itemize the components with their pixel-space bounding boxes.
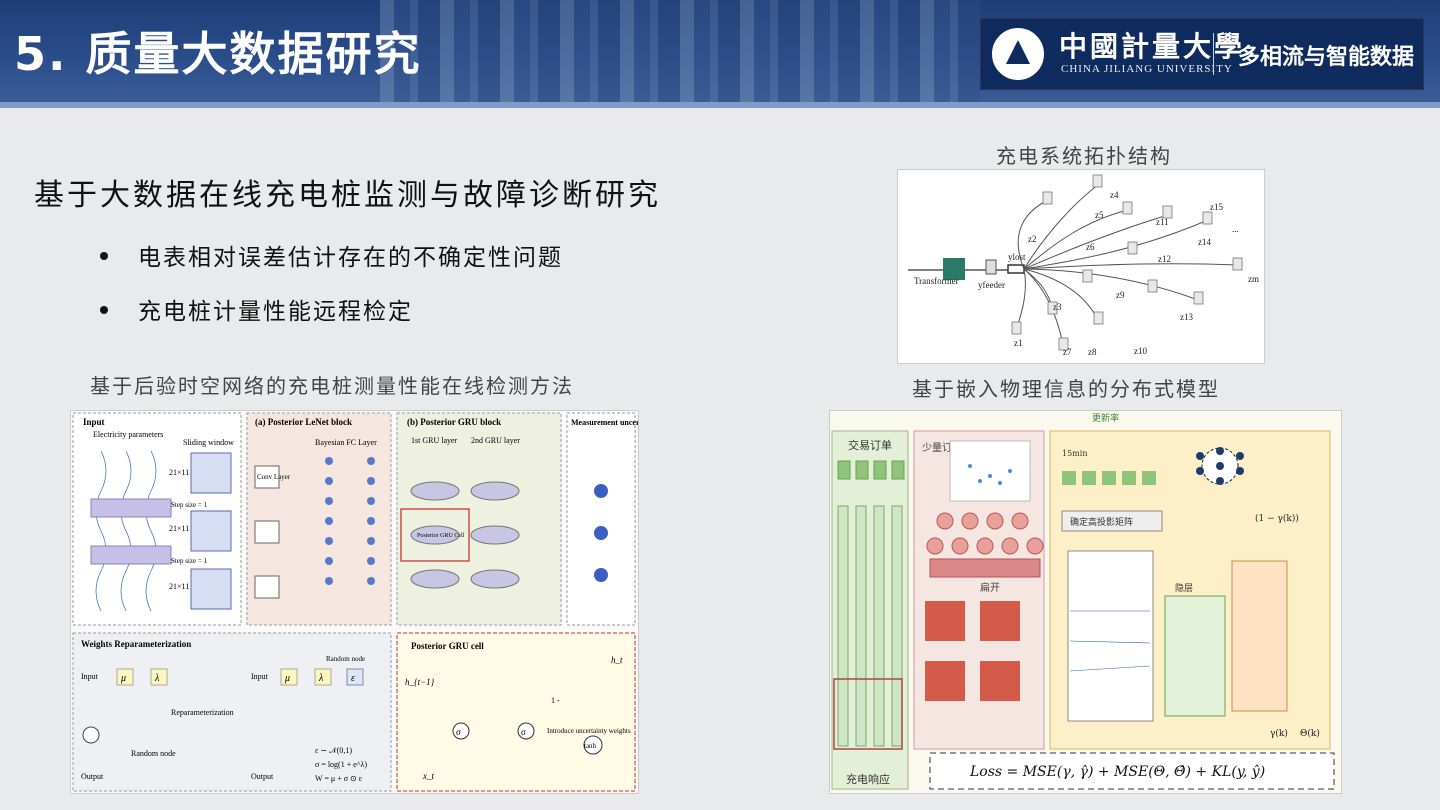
svg-text:z6: z6: [1086, 242, 1095, 252]
svg-text:Posterior GRU cell: Posterior GRU cell: [411, 641, 484, 651]
svg-text:21×11: 21×11: [169, 524, 189, 533]
university-name-cn: 中國計量大學: [1059, 30, 1246, 63]
method-figure: Input Electricity parameters Sliding win…: [70, 410, 639, 794]
svg-text:μ: μ: [284, 673, 290, 684]
bullet-text: 电表相对误差估计存在的不确定性问题: [138, 245, 563, 271]
svg-text:W = μ + σ ⊙ ε: W = μ + σ ⊙ ε: [315, 774, 363, 783]
logo-divider: [1213, 33, 1214, 75]
svg-text:z9: z9: [1116, 290, 1125, 300]
svg-text:Sliding window: Sliding window: [183, 438, 234, 447]
svg-text:z2: z2: [1028, 234, 1037, 244]
svg-text:充电响应: 充电响应: [846, 772, 890, 786]
svg-text:σ: σ: [456, 727, 461, 737]
svg-text:z13: z13: [1180, 312, 1193, 322]
svg-text:zm: zm: [1248, 274, 1259, 284]
svg-text:Θ(k): Θ(k): [1300, 728, 1320, 739]
svg-text:扁开: 扁开: [980, 581, 1000, 594]
svg-text:Step size = 1: Step size = 1: [171, 501, 208, 509]
svg-text:z11: z11: [1156, 217, 1169, 227]
bullet-item: 电表相对误差估计存在的不确定性问题: [100, 238, 563, 272]
svg-text:z15: z15: [1210, 202, 1223, 212]
svg-text:Input: Input: [251, 672, 269, 681]
svg-text:Output: Output: [81, 772, 104, 781]
svg-text:ε ∼ 𝒩(0,1): ε ∼ 𝒩(0,1): [315, 746, 352, 755]
svg-text:z12: z12: [1158, 254, 1171, 264]
svg-text:γ(k): γ(k): [1270, 728, 1288, 739]
bullet-item: 充电桩计量性能远程检定: [100, 292, 413, 326]
campus-photo-background: [380, 0, 980, 108]
svg-text:Step size = 1: Step size = 1: [171, 557, 208, 565]
university-name-en: CHINA JILIANG UNIVERSITY: [1061, 63, 1233, 75]
svg-text:Input: Input: [81, 672, 99, 681]
svg-text:1st GRU layer: 1st GRU layer: [411, 436, 458, 445]
svg-text:Input: Input: [83, 417, 105, 427]
svg-text:Conv Layer: Conv Layer: [257, 473, 291, 481]
svg-text:z7: z7: [1063, 347, 1072, 357]
svg-text:1 -: 1 -: [551, 696, 560, 705]
svg-text:2nd GRU layer: 2nd GRU layer: [471, 436, 520, 445]
svg-text:h_{t−1}: h_{t−1}: [405, 677, 435, 687]
svg-text:σ = log(1 + e^λ): σ = log(1 + e^λ): [315, 760, 367, 769]
svg-text:tanh: tanh: [584, 742, 597, 750]
svg-text:Bayesian FC Layer: Bayesian FC Layer: [315, 438, 377, 447]
svg-text:μ: μ: [120, 673, 126, 684]
svg-text:Reparameterization: Reparameterization: [171, 708, 234, 717]
svg-text:确定高投影矩阵: 确定高投影矩阵: [1070, 516, 1133, 528]
svg-text:(1 − γ(k)): (1 − γ(k)): [1255, 513, 1299, 524]
lab-name: 多相流与智能数据: [1238, 45, 1415, 70]
svg-text:σ: σ: [521, 727, 526, 737]
y-lost-label: ylost: [1008, 252, 1026, 262]
svg-text:交易订单: 交易订单: [848, 438, 892, 452]
svg-text:ε: ε: [351, 673, 355, 684]
bullet-dot: [100, 306, 108, 314]
svg-text:h_t: h_t: [611, 655, 623, 665]
svg-text:z5: z5: [1095, 210, 1104, 220]
banner-stripe: [0, 102, 1440, 108]
y-feeder-label: yfeeder: [978, 280, 1005, 290]
svg-text:Output: Output: [251, 772, 274, 781]
distributed-figure: 交易订单 充电响应 少量订单 扁开 更新率 15min 确定高投影矩阵 隐层: [829, 410, 1342, 794]
svg-text:z10: z10: [1134, 346, 1147, 356]
svg-text:Random node: Random node: [131, 749, 176, 758]
svg-text:(b) Posterior GRU block: (b) Posterior GRU block: [407, 417, 501, 427]
svg-text:(a) Posterior LeNet block: (a) Posterior LeNet block: [255, 417, 352, 427]
svg-text:z3: z3: [1053, 302, 1062, 312]
distributed-diagram: 交易订单 充电响应 少量订单 扁开 更新率 15min 确定高投影矩阵 隐层: [831, 412, 1335, 790]
bullet-dot: [100, 252, 108, 260]
loss-equation: Loss = MSE(γ, γ̂) + MSE(Θ, Θ̂) + KL(y, ŷ…: [969, 763, 1265, 780]
topology-figure: Transformer yfeeder ylost z1 z2 z3 z4 z5…: [897, 169, 1265, 364]
distributed-caption: 基于嵌入物理信息的分布式模型: [912, 377, 1220, 401]
svg-text:z1: z1: [1014, 338, 1023, 348]
svg-text:Electricity parameters: Electricity parameters: [93, 430, 163, 439]
topology-caption: 充电系统拓扑结构: [996, 144, 1172, 168]
svg-text:z14: z14: [1198, 237, 1211, 247]
svg-text:Random node: Random node: [326, 655, 365, 663]
svg-text:...: ...: [1232, 224, 1239, 234]
svg-text:Weights Reparameterization: Weights Reparameterization: [81, 639, 191, 649]
svg-text:21×11: 21×11: [169, 468, 189, 477]
svg-text:λ: λ: [318, 673, 324, 684]
method-diagram: Input Electricity parameters Sliding win…: [72, 412, 638, 792]
svg-text:隐层: 隐层: [1175, 582, 1193, 594]
svg-text:z8: z8: [1088, 347, 1097, 357]
transformer-label: Transformer: [914, 276, 959, 286]
slide-title: 5. 质量大数据研究: [14, 27, 422, 81]
university-seal-icon: [989, 25, 1047, 83]
svg-text:更新率: 更新率: [1092, 412, 1119, 424]
method-caption: 基于后验时空网络的充电桩测量性能在线检测方法: [90, 374, 574, 398]
transformer-icon: [943, 258, 965, 280]
topology-diagram: Transformer yfeeder ylost z1 z2 z3 z4 z5…: [908, 174, 1259, 357]
svg-text:x_t: x_t: [422, 771, 434, 781]
svg-text:21×11: 21×11: [169, 582, 189, 591]
svg-text:z4: z4: [1110, 190, 1119, 200]
svg-text:Introduce uncertainty weights: Introduce uncertainty weights: [547, 727, 631, 735]
svg-text:15min: 15min: [1062, 449, 1087, 458]
svg-text:λ: λ: [154, 673, 160, 684]
svg-text:Posterior GRU Cell: Posterior GRU Cell: [417, 533, 465, 539]
main-heading: 基于大数据在线充电桩监测与故障诊断研究: [34, 178, 661, 213]
bullet-text: 充电桩计量性能远程检定: [138, 299, 413, 325]
university-logo-box: 中國計量大學 CHINA JILIANG UNIVERSITY 多相流与智能数据: [980, 18, 1424, 90]
svg-text:Measurement uncertainty: Measurement uncertainty: [571, 418, 638, 427]
